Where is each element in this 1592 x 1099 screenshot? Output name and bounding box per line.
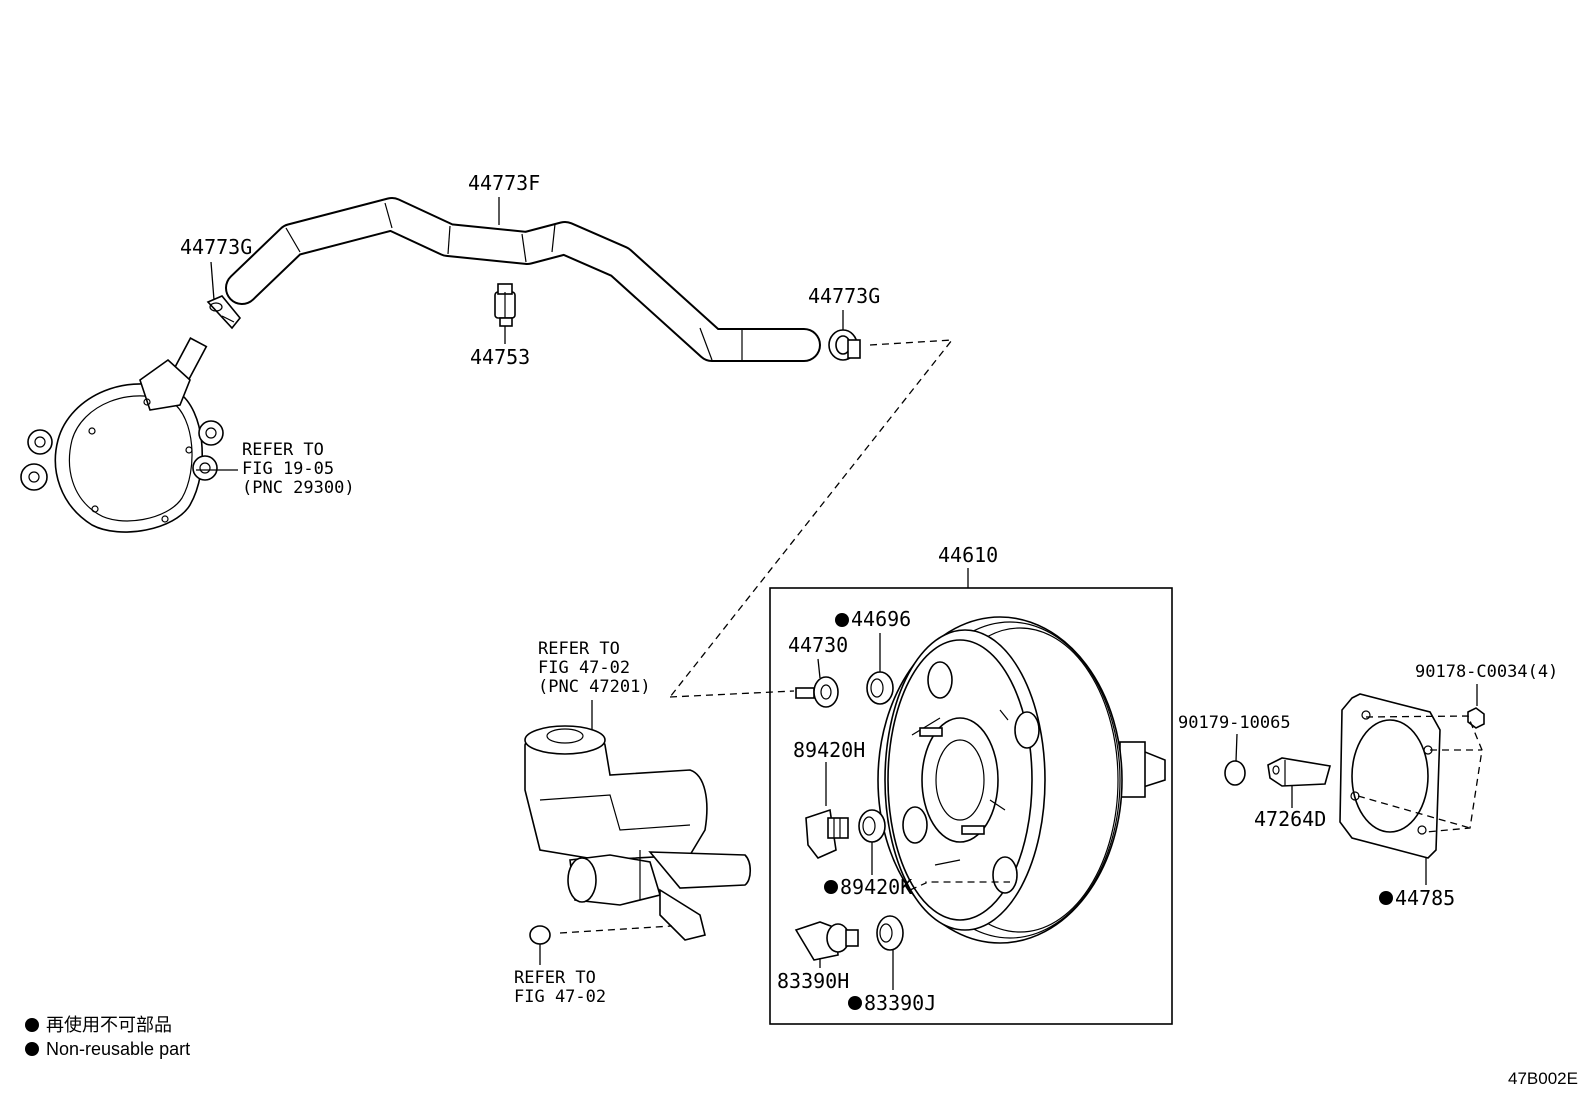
- sensor-89420H: [805, 808, 849, 859]
- legend: 再使用不可部品 Non-reusable part: [46, 1015, 190, 1059]
- reservoir-cap: [529, 925, 551, 945]
- reference-note-pump: REFER TO FIG 19-05 (PNC 29300): [242, 440, 355, 498]
- check-valve: [494, 283, 516, 327]
- leader-lines: [196, 197, 1478, 990]
- bracket-47264D: [1267, 757, 1332, 787]
- label-44610: 44610: [938, 543, 998, 567]
- label-44773G-left: 44773G: [180, 235, 252, 259]
- brake-booster: [877, 616, 1166, 944]
- label-44753: 44753: [470, 345, 530, 369]
- valve-44730: [795, 676, 839, 708]
- nut-90178: [1467, 707, 1485, 729]
- svg-text:FIG 19-05: FIG 19-05: [242, 459, 334, 479]
- label-89420K: 89420K: [840, 875, 912, 899]
- label-90179-10065: 90179-10065: [1178, 713, 1291, 733]
- sensor-83390H: [794, 921, 859, 961]
- svg-text:FIG 47-02: FIG 47-02: [538, 658, 630, 678]
- hose-clamp-left: [206, 295, 242, 330]
- label-44785: 44785: [1395, 886, 1455, 910]
- reference-note-cap: REFER TO FIG 47-02: [514, 968, 606, 1007]
- legend-english: Non-reusable part: [46, 1039, 190, 1059]
- booster-assembly-box: [769, 587, 1173, 1025]
- figure-code: 47B002E: [1508, 1069, 1578, 1088]
- grommet-44696: [866, 671, 894, 705]
- svg-text:(PNC 47201): (PNC 47201): [538, 677, 651, 697]
- label-44773F: 44773F: [468, 171, 540, 195]
- svg-text:REFER TO: REFER TO: [242, 440, 324, 460]
- label-83390J: 83390J: [864, 991, 936, 1015]
- svg-text:REFER TO: REFER TO: [514, 968, 596, 988]
- grommet-83390J: [876, 915, 904, 951]
- svg-text:(PNC 29300): (PNC 29300): [242, 478, 355, 498]
- master-cylinder: [524, 725, 752, 941]
- nut-90179: [1224, 760, 1246, 786]
- vacuum-hose: [225, 197, 821, 362]
- dashed-connectors: [559, 339, 1483, 934]
- label-47264D: 47264D: [1254, 807, 1326, 831]
- label-44730: 44730: [788, 633, 848, 657]
- vacuum-pump: [20, 337, 224, 533]
- label-44773G-right: 44773G: [808, 284, 880, 308]
- part-number-labels: 44773F 44773G 44773G 44753 44610 44696 4…: [180, 171, 1558, 1015]
- hose-clamp-right: [828, 329, 861, 361]
- label-83390H: 83390H: [777, 969, 849, 993]
- label-90178-C0034: 90178-C0034(4): [1415, 662, 1558, 682]
- gasket-44785: [1339, 693, 1441, 859]
- svg-text:FIG 47-02: FIG 47-02: [514, 987, 606, 1007]
- grommet-89420K: [858, 809, 886, 843]
- non-reusable-markers: [25, 613, 1393, 1056]
- label-89420H: 89420H: [793, 738, 865, 762]
- legend-japanese: 再使用不可部品: [46, 1015, 172, 1035]
- label-44696: 44696: [851, 607, 911, 631]
- reference-note-master-cylinder: REFER TO FIG 47-02 (PNC 47201): [538, 639, 651, 697]
- svg-text:REFER TO: REFER TO: [538, 639, 620, 659]
